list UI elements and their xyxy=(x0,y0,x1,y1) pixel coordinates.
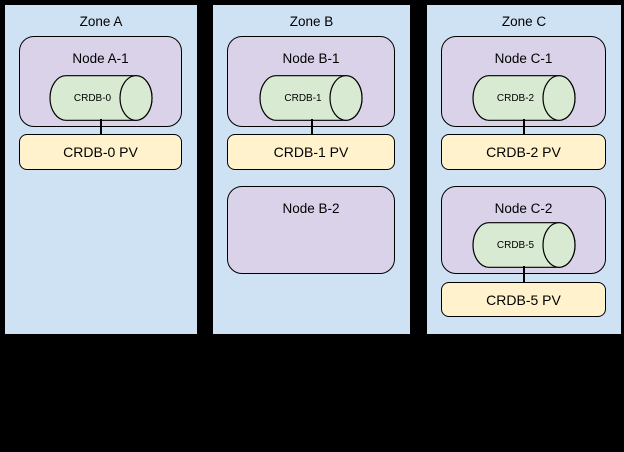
crdb-2-cylinder: CRDB-2 xyxy=(471,75,576,121)
zone-b: Zone B Node B-1 CRDB-1 CRDB-1 PV Node B-… xyxy=(212,4,411,335)
crdb-0-cylinder: CRDB-0 xyxy=(48,75,153,121)
crdb-1-pv: CRDB-1 PV xyxy=(227,134,395,170)
crdb-5-pv-connector xyxy=(523,266,525,283)
crdb-5-pv: CRDB-5 PV xyxy=(441,282,606,317)
cylinder-shape-icon xyxy=(471,222,576,268)
node-c-2: Node C-2 CRDB-5 xyxy=(441,186,606,274)
node-b-1-label: Node B-1 xyxy=(282,51,340,66)
cylinder-shape-icon xyxy=(259,75,363,121)
node-a-1-label: Node A-1 xyxy=(72,51,129,66)
cylinder-shape-icon xyxy=(471,75,576,121)
node-b-2-label: Node B-2 xyxy=(282,201,340,216)
crdb-5-cylinder: CRDB-5 xyxy=(471,222,576,268)
crdb-2-label: CRDB-2 xyxy=(496,92,535,104)
node-c-1-label: Node C-1 xyxy=(494,51,553,66)
zone-a-title: Zone A xyxy=(79,14,123,29)
zone-a: Zone A Node A-1 CRDB-0 CRDB-0 PV xyxy=(4,4,198,335)
crdb-1-cylinder: CRDB-1 xyxy=(259,75,363,121)
node-b-1: Node B-1 CRDB-1 xyxy=(227,36,395,127)
crdb-1-label: CRDB-1 xyxy=(284,92,322,104)
zone-c-title: Zone C xyxy=(501,14,547,29)
crdb-2-pv-label: CRDB-2 PV xyxy=(486,144,561,160)
crdb-0-pv: CRDB-0 PV xyxy=(19,134,182,170)
node-c-2-label: Node C-2 xyxy=(494,201,553,216)
cylinder-shape-icon xyxy=(48,75,153,121)
zone-b-title: Zone B xyxy=(289,14,334,29)
crdb-2-pv: CRDB-2 PV xyxy=(441,134,606,170)
zone-c: Zone C Node C-1 CRDB-2 CRDB-2 PV Node C-… xyxy=(426,4,622,335)
crdb-5-label: CRDB-5 xyxy=(496,239,535,251)
crdb-0-pv-connector xyxy=(100,119,102,135)
crdb-0-pv-label: CRDB-0 PV xyxy=(63,144,138,160)
crdb-2-pv-connector xyxy=(523,119,525,135)
node-a-1: Node A-1 CRDB-0 xyxy=(19,36,182,127)
node-c-1: Node C-1 CRDB-2 xyxy=(441,36,606,127)
crdb-1-pv-connector xyxy=(310,119,313,135)
crdb-5-pv-label: CRDB-5 PV xyxy=(486,291,561,308)
crdb-1-pv-label: CRDB-1 PV xyxy=(273,144,349,160)
node-b-2: Node B-2 xyxy=(227,186,395,274)
crdb-0-label: CRDB-0 xyxy=(73,92,112,104)
